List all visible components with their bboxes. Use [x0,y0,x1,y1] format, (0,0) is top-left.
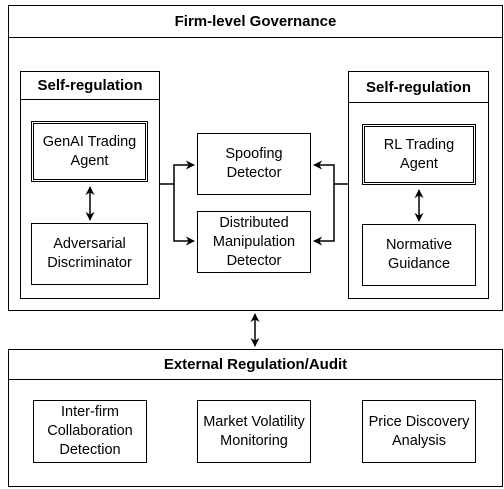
normative-guidance: Normative Guidance [362,224,476,286]
distributed-manipulation-detector: Distributed Manipulation Detector [197,211,311,273]
firm-governance-title: Firm-level Governance [9,6,502,38]
spoofing-detector: Spoofing Detector [197,133,311,195]
external-regulation-title: External Regulation/Audit [9,350,502,380]
price-discovery-analysis: Price Discovery Analysis [362,400,476,463]
genai-trading-agent: GenAI Trading Agent [31,121,148,182]
right-self-regulation-title: Self-regulation [349,72,488,103]
inter-firm-collaboration-detection: Inter-firm Collaboration Detection [33,400,147,463]
rl-trading-agent: RL Trading Agent [362,124,476,185]
market-volatility-monitoring: Market Volatility Monitoring [197,400,311,463]
left-self-regulation-title: Self-regulation [21,72,159,100]
adversarial-discriminator: Adversarial Discriminator [31,223,148,285]
